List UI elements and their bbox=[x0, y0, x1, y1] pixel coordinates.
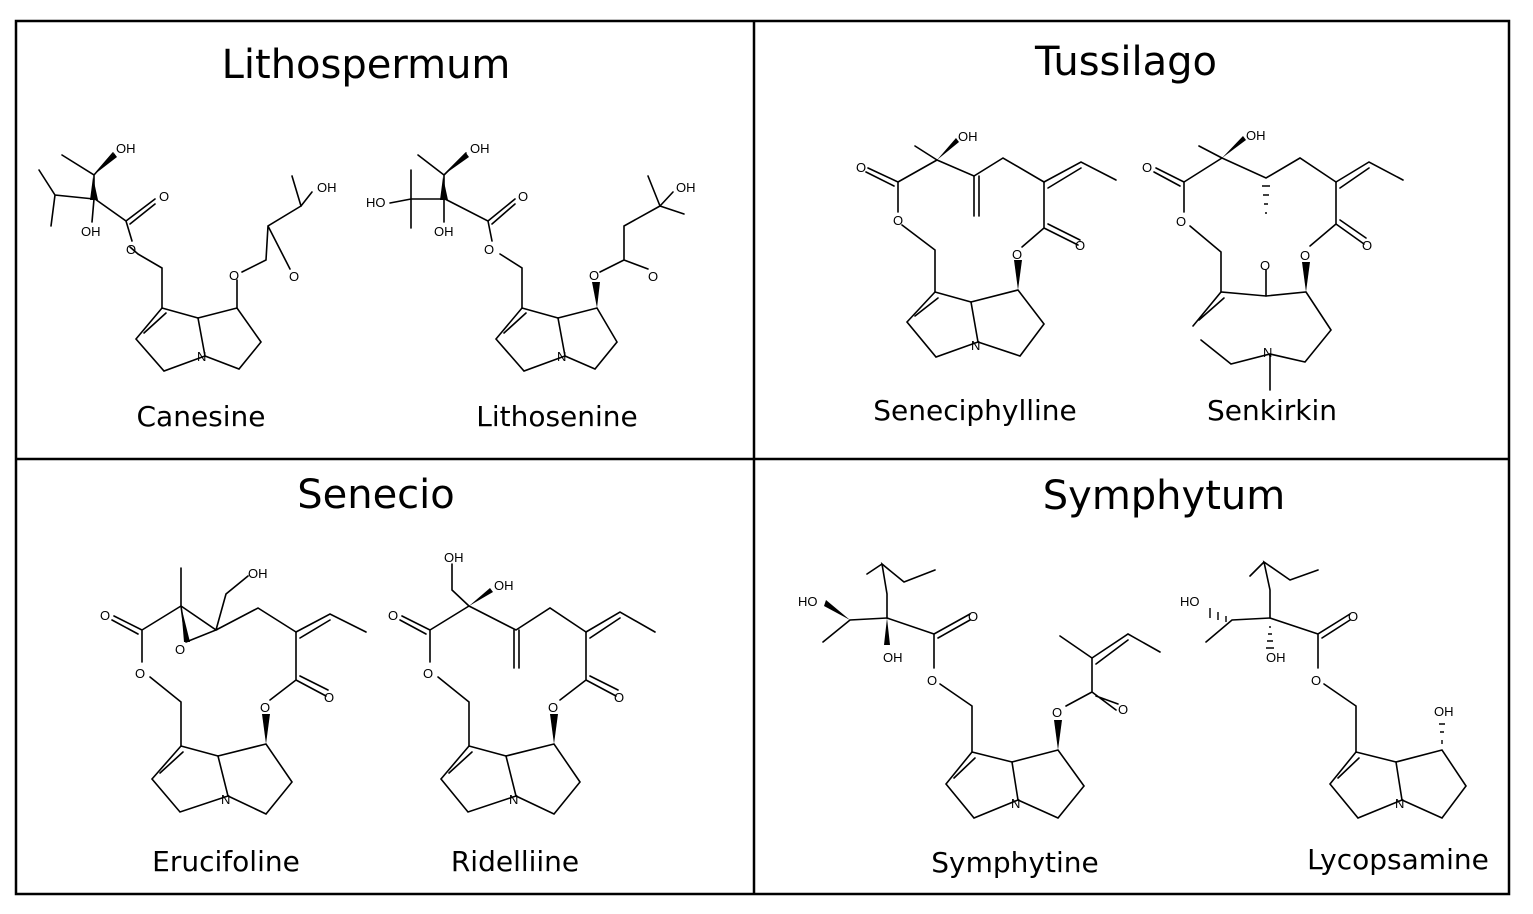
structure-senkirkin: OH O O O O O N bbox=[1142, 128, 1404, 391]
lithosenine-label-oh-side: OH bbox=[676, 180, 696, 195]
lithosenine-label-n: N bbox=[557, 349, 566, 364]
compound-name-symphytine: Symphytine bbox=[931, 846, 1098, 879]
structure-ridelliine: OH OH O O O O N bbox=[388, 550, 656, 815]
structure-lycopsamine: HO OH O O OH N bbox=[1180, 560, 1467, 819]
lithosenine-label-o-side-ester: O bbox=[589, 268, 599, 283]
compound-name-seneciphylline: Seneciphylline bbox=[873, 394, 1077, 427]
seneciphylline-label-n: N bbox=[971, 338, 980, 353]
panel-title-symphytum: Symphytum bbox=[1043, 473, 1285, 519]
compound-name-canesine: Canesine bbox=[136, 400, 265, 433]
lithosenine-label-oh-top: OH bbox=[470, 141, 490, 156]
ridelliine-label-o-ring-carbonyl: O bbox=[614, 690, 624, 705]
ridelliine-label-n: N bbox=[509, 792, 518, 807]
ridelliine-label-oh: OH bbox=[494, 578, 514, 593]
senkirkin-label-n: N bbox=[1263, 345, 1272, 360]
ridelliine-label-o-ring-ester: O bbox=[548, 700, 558, 715]
canesine-label-o-side-carbonyl: O bbox=[289, 269, 299, 284]
compound-name-lithosenine: Lithosenine bbox=[476, 400, 638, 433]
structure-symphytine: HO OH O O O O N bbox=[798, 562, 1161, 819]
canesine-label-oh-side: OH bbox=[317, 180, 337, 195]
canesine-label-oh-bottom: OH bbox=[81, 224, 101, 239]
symphytine-label-oh: OH bbox=[883, 650, 903, 665]
seneciphylline-label-o-carbonyl: O bbox=[856, 160, 866, 175]
erucifoline-label-o-carbonyl: O bbox=[100, 608, 110, 623]
lithosenine-label-o-side-carbonyl: O bbox=[648, 269, 658, 284]
erucifoline-label-o-ester: O bbox=[135, 666, 145, 681]
senkirkin-label-o-ring-ester: O bbox=[1300, 248, 1310, 263]
lithosenine-label-o-ester: O bbox=[484, 242, 494, 257]
seneciphylline-label-o-ring-ester: O bbox=[1012, 247, 1022, 262]
seneciphylline-label-oh: OH bbox=[958, 129, 978, 144]
canesine-label-o-carbonyl: O bbox=[159, 189, 169, 204]
lithosenine-label-oh-bottom: OH bbox=[434, 224, 454, 239]
structure-erucifoline: OH O O O O O N bbox=[100, 566, 367, 815]
compound-name-senkirkin: Senkirkin bbox=[1207, 394, 1337, 427]
canesine-label-n: N bbox=[197, 349, 206, 364]
lycopsamine-label-oh-ring: OH bbox=[1434, 704, 1454, 719]
lycopsamine-label-oh: OH bbox=[1266, 650, 1286, 665]
symphytine-label-o-carbonyl: O bbox=[968, 609, 978, 624]
lithosenine-label-ho: HO bbox=[366, 195, 386, 210]
symphytine-label-n: N bbox=[1011, 796, 1020, 811]
compound-name-erucifoline: Erucifoline bbox=[152, 845, 300, 878]
ridelliine-label-o-carbonyl: O bbox=[388, 608, 398, 623]
erucifoline-label-o-epoxide: O bbox=[175, 642, 185, 657]
lycopsamine-label-ho: HO bbox=[1180, 594, 1200, 609]
canesine-label-o-ester: O bbox=[126, 242, 136, 257]
lycopsamine-label-o-carbonyl: O bbox=[1348, 609, 1358, 624]
seneciphylline-label-o-ring-carbonyl: O bbox=[1075, 238, 1085, 253]
lycopsamine-label-n: N bbox=[1395, 796, 1404, 811]
lithosenine-label-o-carbonyl: O bbox=[518, 189, 528, 204]
senkirkin-label-o-ketone: O bbox=[1260, 258, 1270, 273]
structure-seneciphylline: OH O O O O N bbox=[856, 129, 1117, 358]
erucifoline-label-oh: OH bbox=[248, 566, 268, 581]
erucifoline-label-n: N bbox=[221, 792, 230, 807]
ridelliine-label-oh-ch2: OH bbox=[444, 550, 464, 565]
symphytine-label-o-side-ester: O bbox=[1052, 705, 1062, 720]
panel-title-tussilago: Tussilago bbox=[1034, 39, 1217, 85]
senkirkin-label-o-carbonyl: O bbox=[1142, 160, 1152, 175]
senkirkin-label-o-ring-carbonyl: O bbox=[1362, 238, 1372, 253]
symphytine-label-ho: HO bbox=[798, 594, 818, 609]
structure-canesine: OH OH O O OH O O N bbox=[38, 141, 337, 372]
lycopsamine-label-o-ester: O bbox=[1311, 673, 1321, 688]
canesine-label-o-side-ester: O bbox=[229, 268, 239, 283]
erucifoline-label-o-ring-ester: O bbox=[260, 700, 270, 715]
symphytine-label-o-side-carbonyl: O bbox=[1118, 702, 1128, 717]
senkirkin-label-o-ester: O bbox=[1176, 214, 1186, 229]
panel-title-senecio: Senecio bbox=[297, 472, 455, 518]
canesine-label-oh-top: OH bbox=[116, 141, 136, 156]
erucifoline-label-o-ring-carbonyl: O bbox=[324, 690, 334, 705]
compound-name-lycopsamine: Lycopsamine bbox=[1307, 843, 1489, 876]
panel-grid bbox=[14, 19, 1511, 896]
seneciphylline-label-o-ester: O bbox=[893, 213, 903, 228]
panel-title-lithospermum: Lithospermum bbox=[222, 42, 511, 88]
senkirkin-label-oh: OH bbox=[1246, 128, 1266, 143]
symphytine-label-o-ester: O bbox=[927, 673, 937, 688]
ridelliine-label-o-ester: O bbox=[423, 666, 433, 681]
structure-lithosenine: OH HO OH O O OH O O N bbox=[366, 141, 696, 372]
compound-name-ridelliine: Ridelliine bbox=[451, 845, 579, 878]
